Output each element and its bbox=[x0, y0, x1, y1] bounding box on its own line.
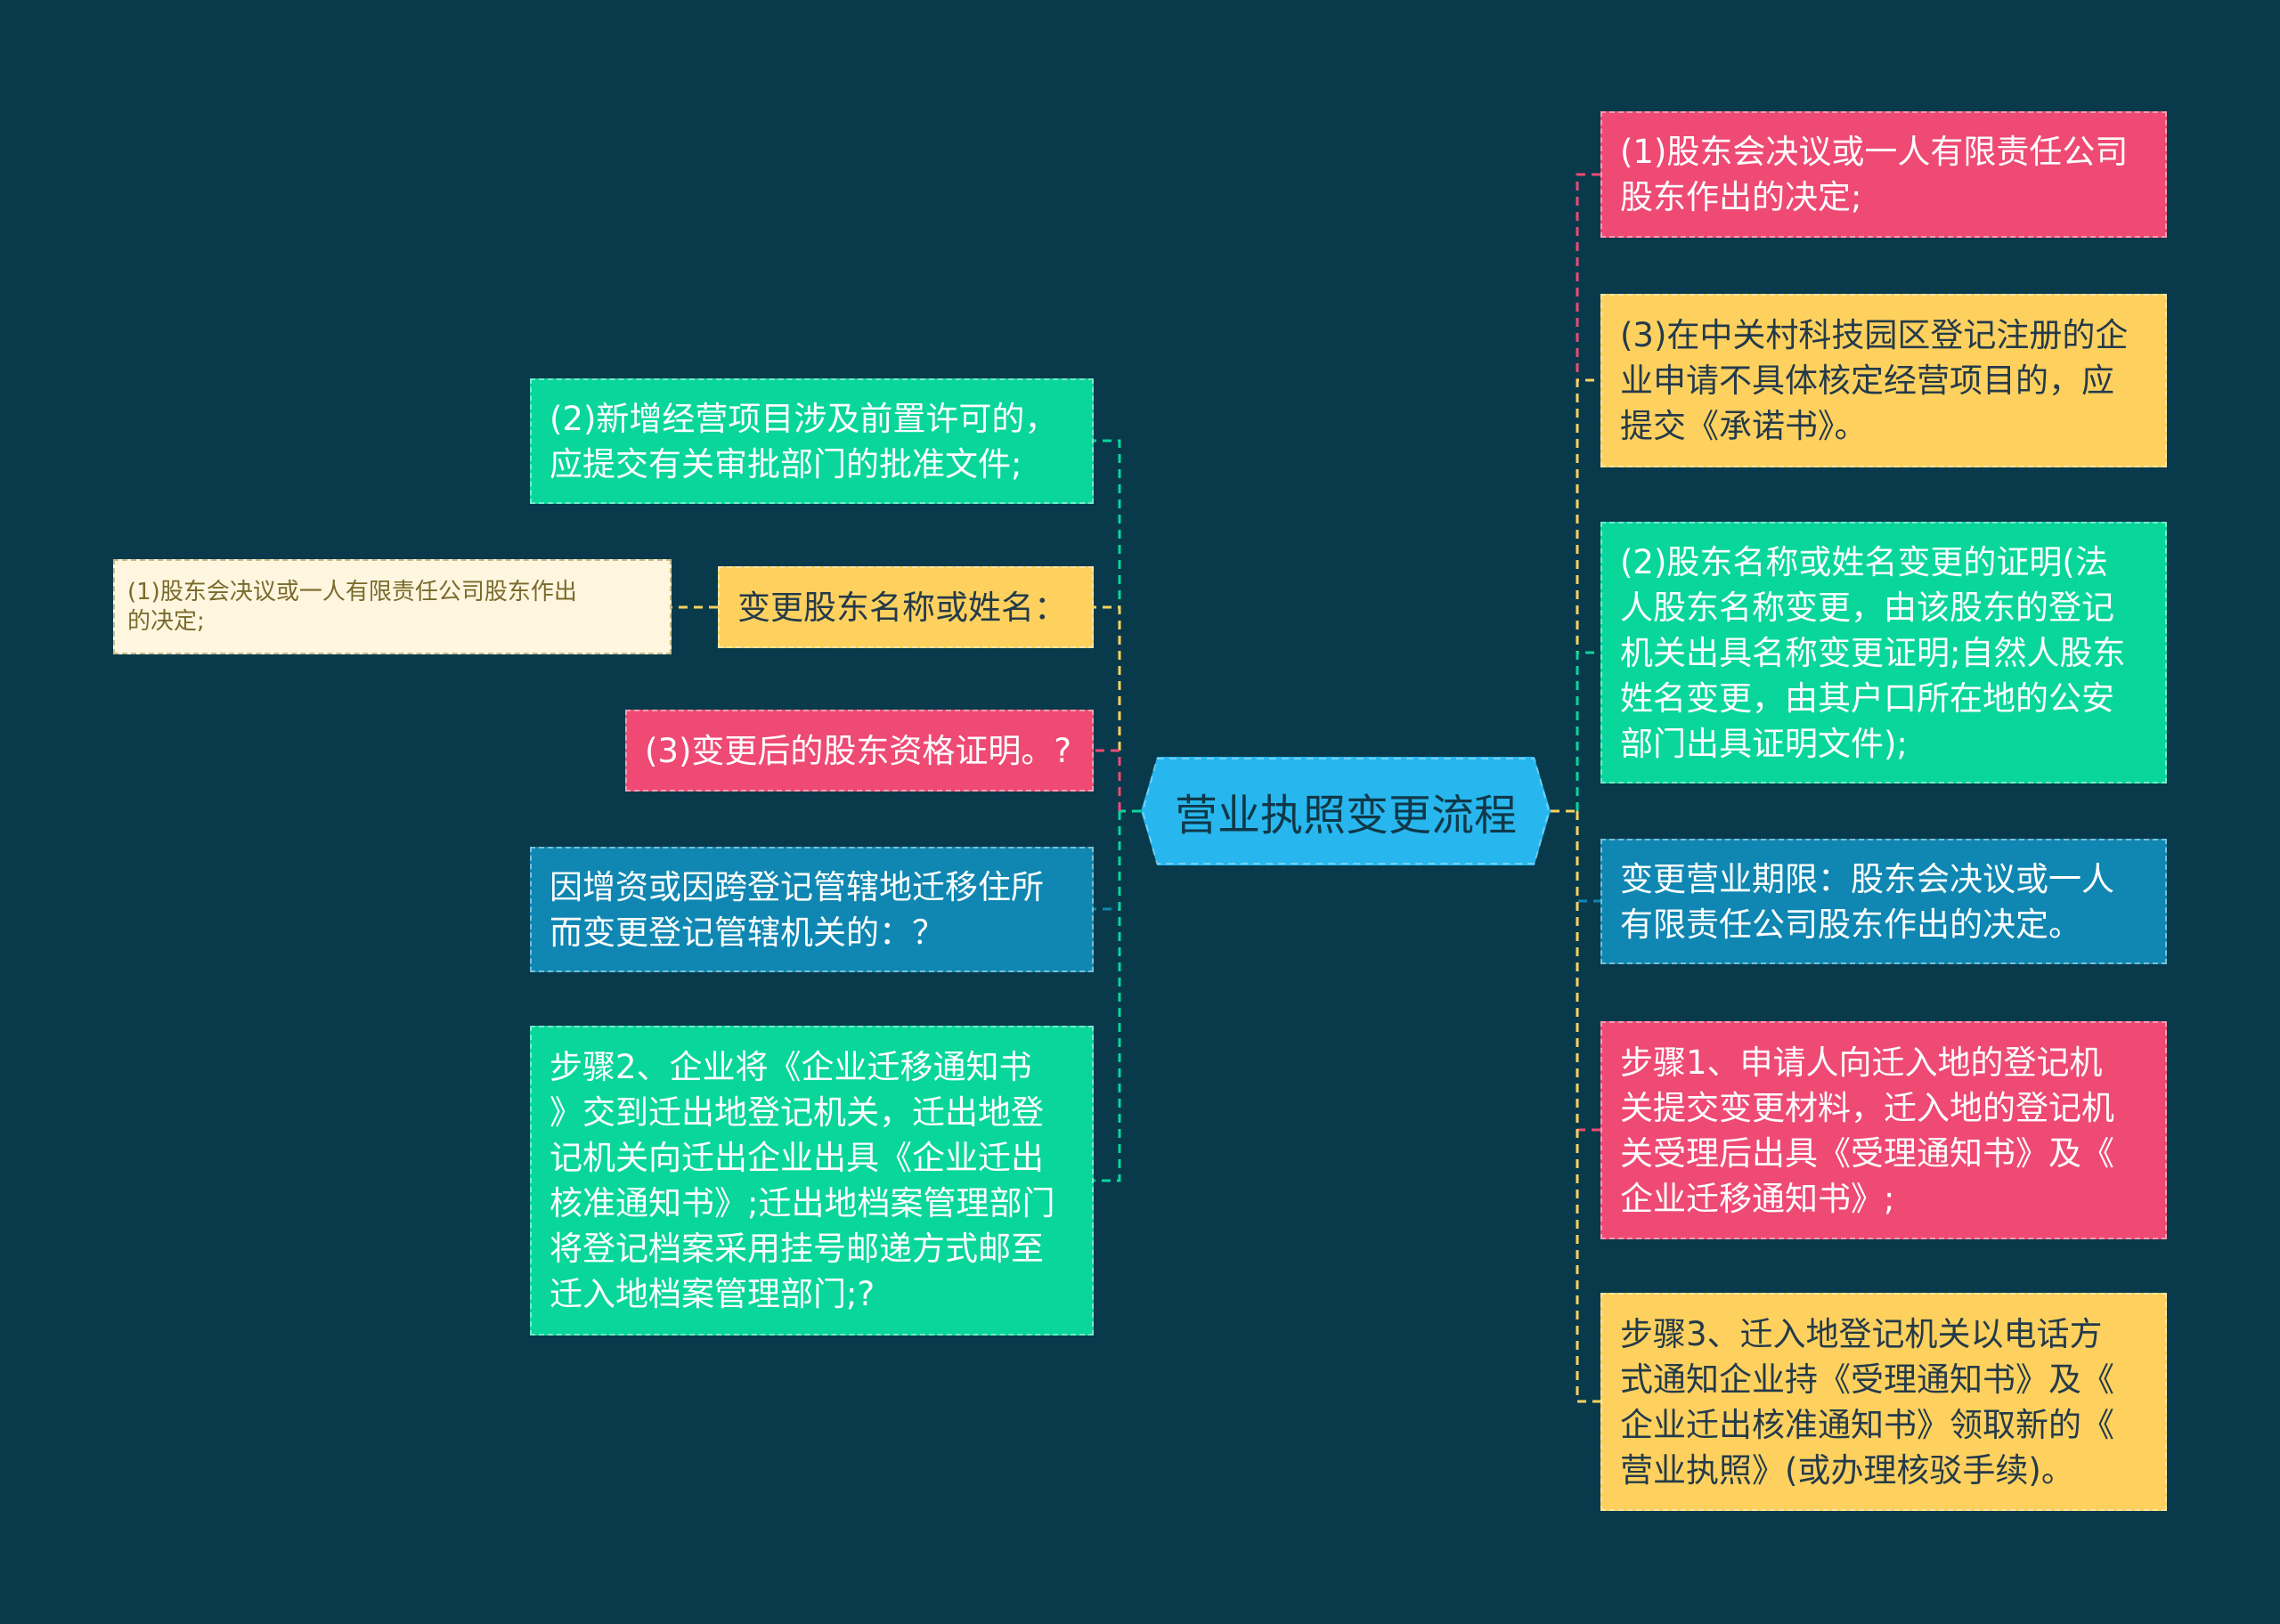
connector-right-2 bbox=[1576, 651, 1600, 811]
node-step-2-text: 步骤2、企业将《企业迁移通知书 》交到迁出地登记机关，迁出地登 记机关向迁出企业… bbox=[550, 1048, 1055, 1313]
connector-right-3 bbox=[1576, 811, 1600, 903]
node-zhongguancun-commitment[interactable]: (3)在中关村科技园区登记注册的企 业申请不具体核定经营项目的，应 提交《承诺书… bbox=[1600, 294, 2167, 467]
node-shareholder-decision-text: (1)股东会决议或一人有限责任公司 股东作出的决定; bbox=[1620, 133, 2129, 216]
node-shareholder-qualification[interactable]: (3)变更后的股东资格证明。? bbox=[625, 710, 1094, 792]
node-zhongguancun-commitment-text: (3)在中关村科技园区登记注册的企 业申请不具体核定经营项目的，应 提交《承诺书… bbox=[1620, 316, 2129, 445]
node-name-change-proof-text: (2)股东名称或姓名变更的证明(法 人股东名称变更，由该股东的登记 机关出具名称… bbox=[1620, 542, 2126, 763]
node-relocation-authority[interactable]: 因增资或因跨登记管辖地迁移住所 而变更登记管辖机关的：？ bbox=[530, 847, 1094, 972]
node-new-business-permit[interactable]: (2)新增经营项目涉及前置许可的， 应提交有关审批部门的批准文件; bbox=[530, 378, 1094, 504]
node-shareholder-decision[interactable]: (1)股东会决议或一人有限责任公司 股东作出的决定; bbox=[1600, 111, 2167, 238]
node-step-1[interactable]: 步骤1、申请人向迁入地的登记机 关提交变更材料，迁入地的登记机 关受理后出具《受… bbox=[1600, 1021, 2167, 1239]
connector-right-5 bbox=[1576, 811, 1600, 1403]
center-node[interactable]: 营业执照变更流程 bbox=[1141, 757, 1551, 865]
node-business-term-change-text: 变更营业期限：股东会决议或一人 有限责任公司股东作出的决定。 bbox=[1620, 859, 2114, 944]
node-step-3[interactable]: 步骤3、迁入地登记机关以电话方 式通知企业持《受理通知书》及《 企业迁出核准通知… bbox=[1600, 1293, 2167, 1511]
node-step-3-text: 步骤3、迁入地登记机关以电话方 式通知企业持《受理通知书》及《 企业迁出核准通知… bbox=[1620, 1314, 2114, 1490]
node-step-2[interactable]: 步骤2、企业将《企业迁移通知书 》交到迁出地登记机关，迁出地登 记机关向迁出企业… bbox=[530, 1026, 1094, 1336]
node-shareholder-decision-leaf-text: (1)股东会决议或一人有限责任公司股东作出 的决定; bbox=[127, 578, 577, 635]
connector-left-4 bbox=[1094, 811, 1121, 1182]
node-shareholder-decision-leaf[interactable]: (1)股东会决议或一人有限责任公司股东作出 的决定; bbox=[113, 559, 672, 654]
node-new-business-permit-text: (2)新增经营项目涉及前置许可的， 应提交有关审批部门的批准文件; bbox=[550, 399, 1058, 483]
node-shareholder-qualification-text: (3)变更后的股东资格证明。? bbox=[645, 731, 1072, 770]
connector-right-0 bbox=[1576, 173, 1600, 811]
node-step-1-text: 步骤1、申请人向迁入地的登记机 关提交变更材料，迁入地的登记机 关受理后出具《受… bbox=[1620, 1043, 2114, 1218]
connector-left-0 bbox=[1094, 439, 1121, 811]
node-shareholder-name-change[interactable]: 变更股东名称或姓名： bbox=[718, 566, 1094, 648]
connector-right-1 bbox=[1576, 378, 1600, 811]
node-name-change-proof[interactable]: (2)股东名称或姓名变更的证明(法 人股东名称变更，由该股东的登记 机关出具名称… bbox=[1600, 522, 2167, 784]
node-business-term-change[interactable]: 变更营业期限：股东会决议或一人 有限责任公司股东作出的决定。 bbox=[1600, 839, 2167, 964]
center-title: 营业执照变更流程 bbox=[1174, 791, 1517, 840]
connector-right-4 bbox=[1576, 811, 1600, 1132]
connector-left-2 bbox=[1094, 749, 1121, 811]
connector-left-3 bbox=[1094, 811, 1121, 911]
node-relocation-authority-text: 因增资或因跨登记管辖地迁移住所 而变更登记管辖机关的：？ bbox=[550, 867, 1044, 952]
connector-left-1 bbox=[1094, 605, 1121, 811]
node-shareholder-name-change-text: 变更股东名称或姓名： bbox=[737, 588, 1067, 627]
